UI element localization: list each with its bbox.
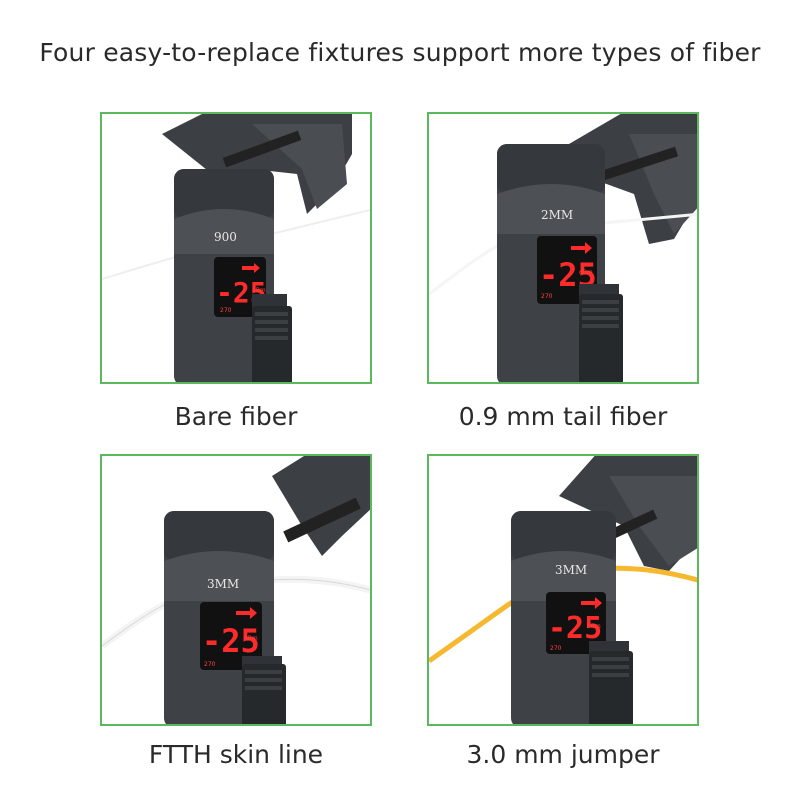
stripper-tool-illustration: 900 -25 270 dBm [102, 114, 370, 384]
arrow-right-icon [581, 597, 602, 609]
lcd-unit: dBm [244, 635, 258, 642]
lcd-sub: 270 [541, 293, 553, 300]
panel-ftth-skin-line: 3MM -25 270 dBm [100, 454, 372, 726]
stripper-tool-illustration: 3MM -25 270 dBm [429, 456, 697, 726]
caption-jumper: 3.0 mm jumper [466, 740, 660, 769]
lcd-digits: -25 [548, 611, 602, 646]
stripper-tool-illustration: 2MM -25 270 dBm [429, 114, 697, 384]
panel-tail-fiber: 2MM -25 270 dBm [427, 112, 699, 384]
arrow-right-icon [242, 263, 260, 273]
stripper-tool-illustration: 3MM -25 270 dBm [102, 456, 370, 724]
caption-bare-fiber: Bare fiber [174, 402, 298, 431]
lcd-display [546, 592, 606, 654]
lcd-unit: dBm [579, 269, 593, 276]
fixture-label: 900 [214, 230, 237, 244]
arrow-right-icon [571, 242, 592, 254]
lcd-digits: -25 [202, 622, 260, 660]
lcd-unit: dBm [252, 287, 266, 294]
fixture-label: 3MM [207, 577, 239, 591]
lcd-sub: 270 [204, 661, 216, 668]
panel-jumper: 3MM -25 270 dBm [427, 454, 699, 726]
lcd-unit: dBm [587, 623, 601, 630]
lcd-sub: 270 [220, 307, 232, 314]
slider-handle[interactable] [589, 651, 633, 726]
fixture-label: 2MM [541, 208, 573, 222]
fixture-label: 3MM [555, 563, 587, 577]
lcd-sub: 270 [550, 645, 562, 652]
panel-bare-fiber: 900 -25 270 dBm [100, 112, 372, 384]
caption-ftth-skin-line: FTTH skin line [148, 740, 324, 769]
arrow-right-icon [236, 607, 257, 619]
caption-tail-fiber: 0.9 mm tail fiber [458, 402, 668, 431]
headline: Four easy-to-replace fixtures support mo… [39, 38, 761, 67]
slider-handle[interactable] [252, 306, 292, 384]
slider-handle[interactable] [579, 294, 623, 384]
lcd-display [200, 602, 262, 670]
